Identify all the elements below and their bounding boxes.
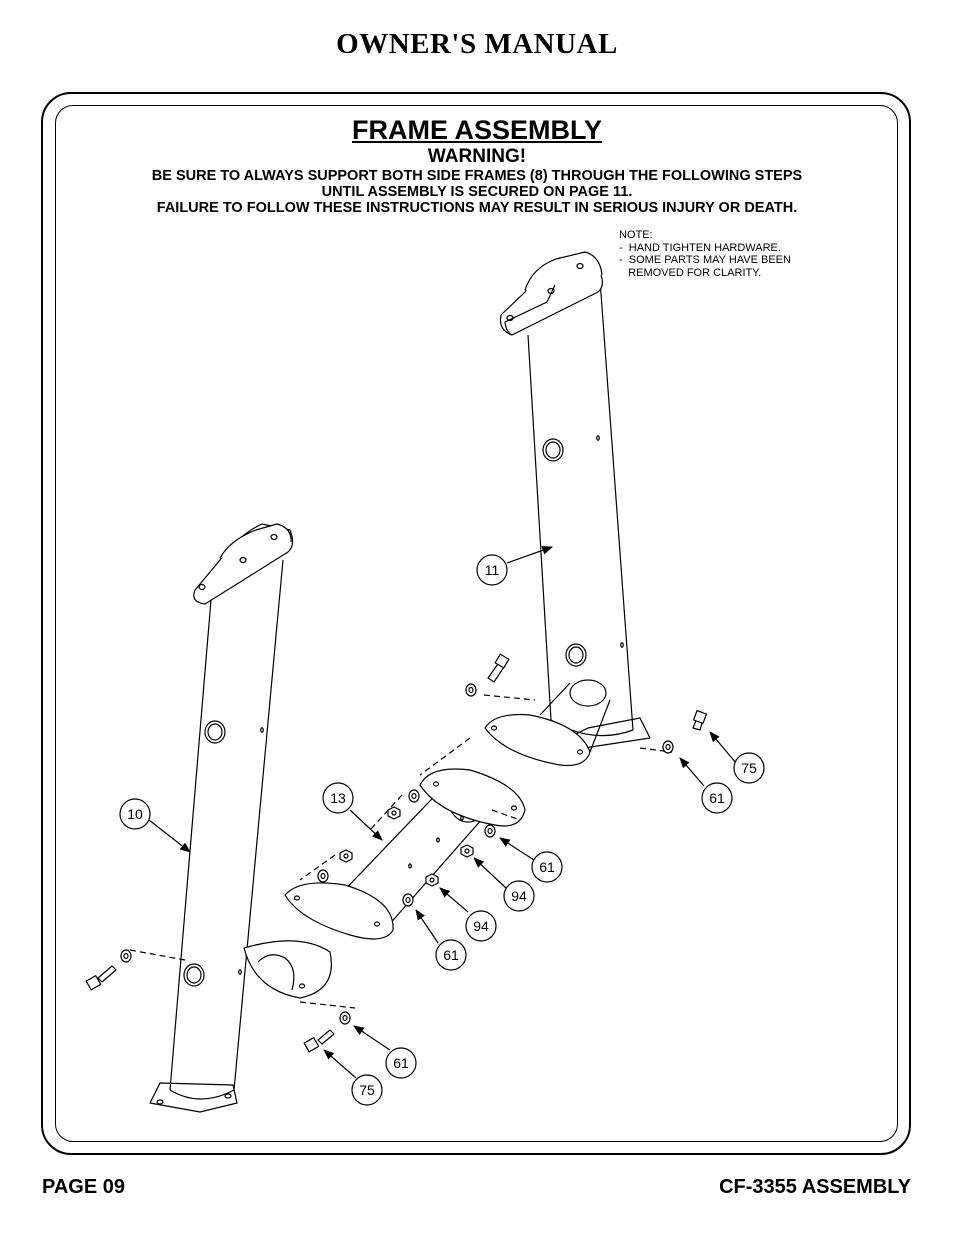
- callout-94-left: [465, 910, 497, 942]
- upper-cross-tube: [484, 679, 611, 767]
- callout-61-mid-left-label: 61: [443, 947, 459, 963]
- outer-frame: [41, 92, 911, 1155]
- callout-circles: [119, 554, 765, 1106]
- callout-75-bottom-label: 75: [359, 1082, 375, 1098]
- callout-61-mid-right: [531, 851, 563, 883]
- note-line-1: - HAND TIGHTEN HARDWARE.: [619, 241, 781, 254]
- callout-13-label: 13: [330, 790, 346, 806]
- callout-11: [476, 554, 508, 586]
- warning-line-3: FAILURE TO FOLLOW THESE INSTRUCTIONS MAY…: [156, 200, 798, 216]
- hardware: [85, 653, 708, 1053]
- callout-10: [119, 798, 151, 830]
- callout-13: [322, 782, 354, 814]
- note-line-2: - SOME PARTS MAY HAVE BEEN: [619, 254, 791, 266]
- warning-line-1: BE SURE TO ALWAYS SUPPORT BOTH SIDE FRAM…: [151, 168, 803, 184]
- cross-tube-13: [284, 768, 526, 940]
- model-assembly-label: CF-3355 ASSEMBLY: [719, 1176, 911, 1198]
- callout-61-bottom-label: 61: [393, 1055, 409, 1071]
- callout-94-right: [503, 880, 535, 912]
- callout-61-bottom: [385, 1047, 417, 1079]
- lower-cross-tube: [243, 940, 332, 999]
- callout-61-right-label: 61: [709, 790, 725, 806]
- warning-line-2: UNTIL ASSEMBLY IS SECURED ON PAGE 11.: [321, 184, 633, 200]
- callout-75-right-label: 75: [741, 760, 757, 776]
- callout-94-left-label: 94: [473, 918, 489, 934]
- left-upright-frame: [149, 523, 294, 1113]
- note-line-3: REMOVED FOR CLARITY.: [619, 266, 762, 279]
- section-title: FRAME ASSEMBLY: [351, 115, 603, 145]
- callout-11-label: 11: [485, 562, 500, 578]
- manual-title: OWNER'S MANUAL: [336, 28, 618, 60]
- assembly-note: NOTE: - HAND TIGHTEN HARDWARE. - SOME PA…: [619, 229, 791, 279]
- callout-61-right: [701, 782, 733, 814]
- alignment-lines: [129, 694, 673, 1009]
- callout-75-right: [733, 752, 765, 784]
- callout-75-bottom: [351, 1074, 383, 1106]
- leader-lines: [148, 546, 737, 1079]
- callout-61-mid-right-label: 61: [539, 859, 555, 875]
- callout-94-right-label: 94: [511, 888, 527, 904]
- right-upright-frame: [499, 251, 651, 749]
- inner-frame: [55, 105, 898, 1142]
- warning-title: WARNING!: [427, 146, 527, 167]
- note-heading: NOTE:: [619, 229, 653, 241]
- page-number: PAGE 09: [42, 1176, 125, 1198]
- callout-10-label: 10: [127, 806, 143, 822]
- callout-61-mid-left: [435, 939, 467, 971]
